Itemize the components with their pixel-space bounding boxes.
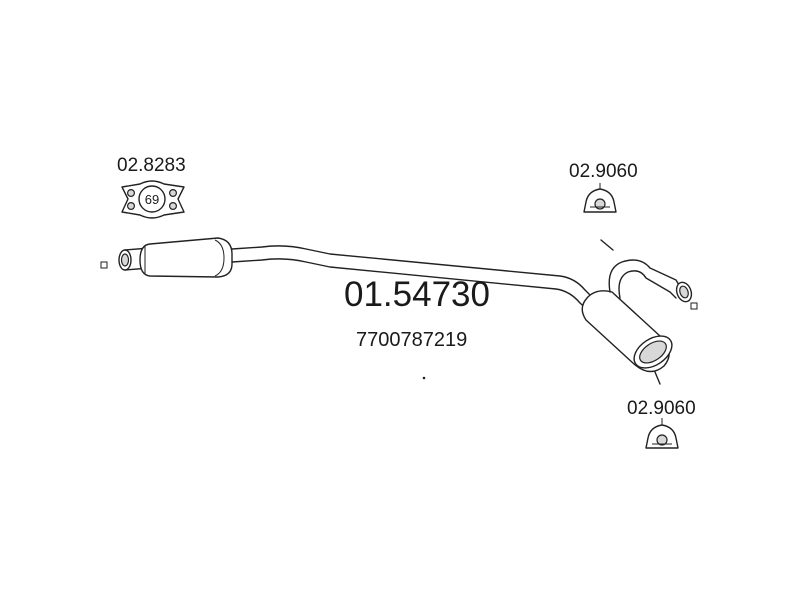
- gasket-size-label: 69: [145, 192, 159, 207]
- rubber-hanger-icon: [583, 183, 617, 213]
- exhaust-pipe-icon: [100, 237, 698, 385]
- rubber-hanger-icon: [645, 418, 679, 449]
- oem-number: 7700787219: [356, 329, 467, 351]
- dot-marker: [422, 376, 426, 380]
- gasket-icon: 69: [121, 180, 185, 219]
- hanger-upper-part-number: 02.9060: [569, 161, 638, 182]
- main-part-number: 01.54730: [344, 275, 490, 314]
- gasket-part-number: 02.8283: [117, 155, 186, 176]
- hanger-lower-part-number: 02.9060: [627, 398, 696, 419]
